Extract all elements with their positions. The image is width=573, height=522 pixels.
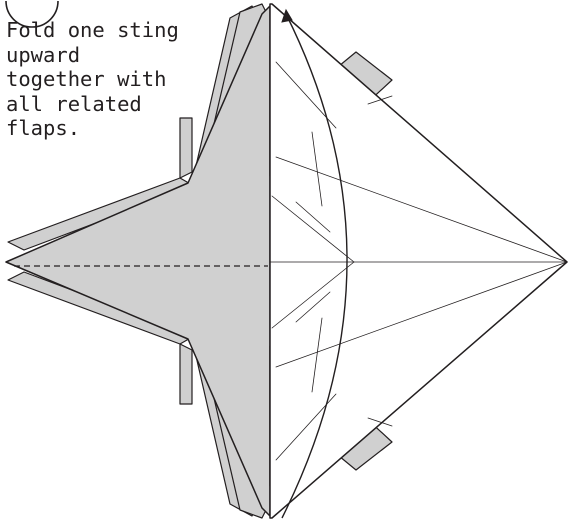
arrow-head-icon (282, 10, 292, 22)
instruction-line: Fold one sting (6, 18, 178, 43)
instruction-text: Fold one sting upward together with all … (6, 18, 178, 141)
instruction-line: together with (6, 67, 178, 92)
instruction-line: all related (6, 92, 178, 117)
back-edge-left-bottom (180, 344, 192, 404)
instruction-line: flaps. (6, 116, 178, 141)
back-edge-left-top (180, 118, 192, 178)
instruction-line: upward (6, 43, 178, 68)
